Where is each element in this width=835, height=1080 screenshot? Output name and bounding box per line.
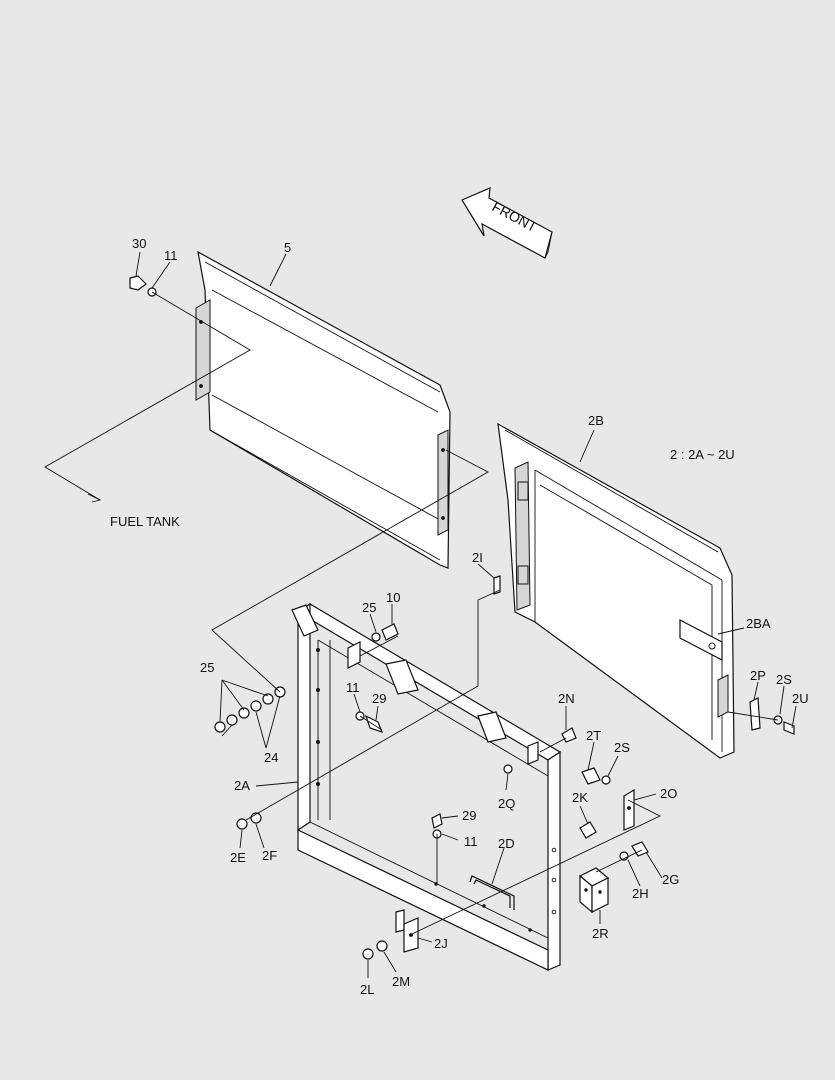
- bracket-2R: [578, 867, 610, 914]
- label-2N: 2N: [558, 691, 575, 706]
- label-2BA: 2BA: [746, 616, 771, 631]
- label-2T: 2T: [586, 728, 601, 743]
- label-2S-right: 2S: [776, 672, 792, 687]
- label-5: 5: [284, 240, 291, 255]
- label-2P: 2P: [750, 668, 766, 683]
- label-2R: 2R: [592, 926, 609, 941]
- front-arrow: FRONT: [461, 187, 553, 259]
- label-2L: 2L: [360, 982, 374, 997]
- label-2D: 2D: [498, 836, 515, 851]
- left-side-panel: [195, 250, 451, 569]
- label-2G: 2G: [662, 872, 679, 887]
- handle-2D: [469, 875, 515, 910]
- bracket-2O: [623, 788, 635, 831]
- label-29-mid: 29: [372, 691, 386, 706]
- label-2M: 2M: [392, 974, 410, 989]
- frame-2A: [291, 602, 562, 971]
- label-2J: 2J: [434, 936, 448, 951]
- label-11-mid: 11: [346, 680, 360, 695]
- label-11-top: 11: [164, 248, 178, 263]
- right-side-panel: [497, 422, 735, 759]
- label-2A: 2A: [234, 778, 250, 793]
- plate-2I: [493, 575, 501, 595]
- label-2F: 2F: [262, 848, 277, 863]
- leader-lines: [44, 251, 797, 978]
- fasteners: [129, 275, 795, 960]
- label-2K: 2K: [572, 790, 588, 805]
- label-2H: 2H: [632, 886, 649, 901]
- label-2S-mid: 2S: [614, 740, 630, 755]
- label-2B: 2B: [588, 413, 604, 428]
- label-2Q: 2Q: [498, 796, 515, 811]
- label-2E: 2E: [230, 850, 246, 865]
- label-29-center: 29: [462, 808, 476, 823]
- label-25-left: 25: [200, 660, 214, 675]
- label-2I: 2I: [472, 550, 483, 565]
- fuel-tank-label: FUEL TANK: [110, 514, 180, 529]
- assembly-note: 2 : 2A ~ 2U: [670, 447, 735, 462]
- label-10: 10: [386, 590, 400, 605]
- part-labels: FUEL TANK 2 : 2A ~ 2U 30 11 5 2B 2I 25 1…: [110, 236, 809, 997]
- label-2O: 2O: [660, 786, 677, 801]
- label-30: 30: [132, 236, 146, 251]
- label-11-center: 11: [464, 834, 478, 849]
- label-25-top: 25: [362, 600, 376, 615]
- label-24: 24: [264, 750, 278, 765]
- bracket-2J: [395, 909, 419, 953]
- label-2U: 2U: [792, 691, 809, 706]
- plate-2P: [749, 697, 761, 731]
